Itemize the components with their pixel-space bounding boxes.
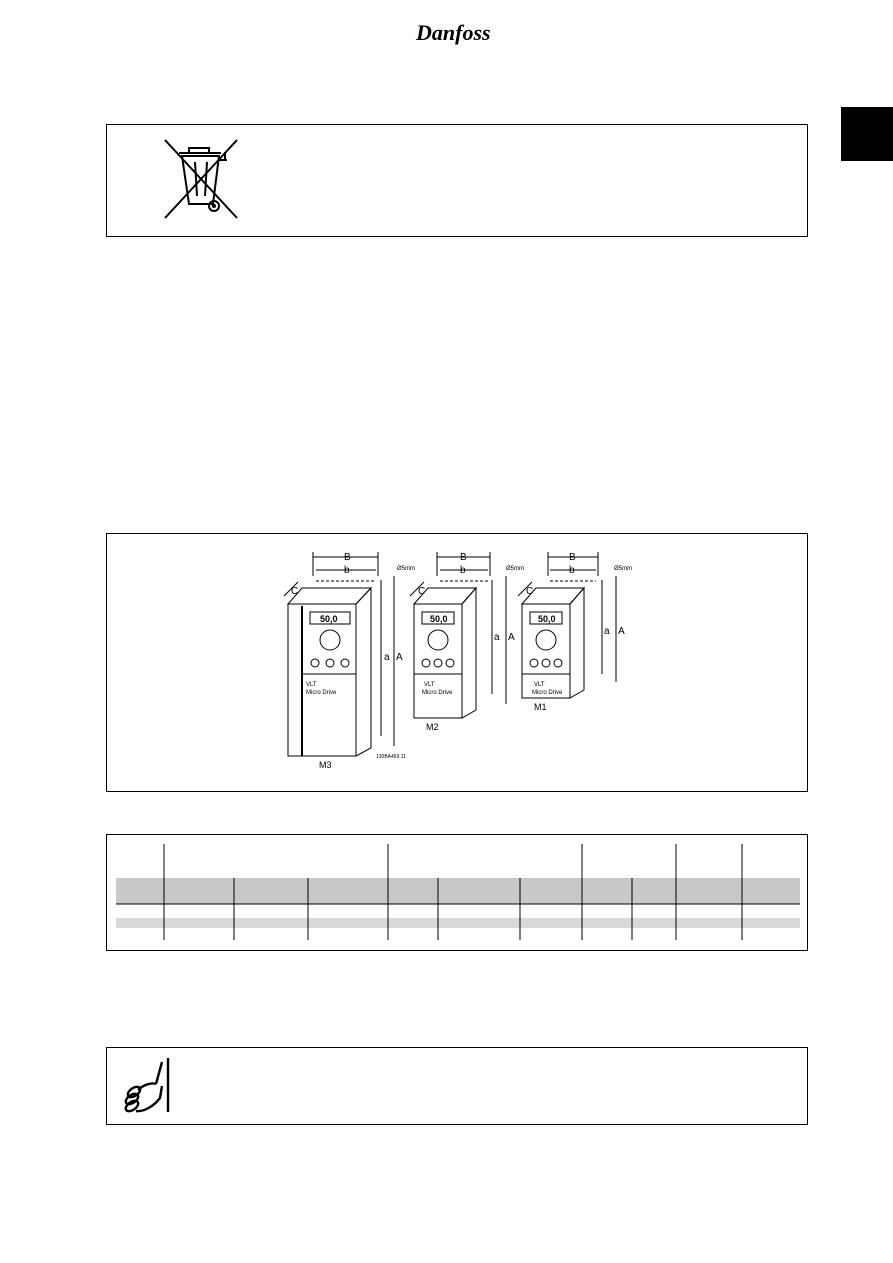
m2-dim-B: B bbox=[460, 552, 467, 563]
pointing-hand-icon bbox=[124, 1058, 170, 1113]
m1-dim-B: B bbox=[569, 552, 576, 563]
m3-dim-C: C bbox=[291, 586, 298, 597]
danfoss-logo-icon: Danfoss bbox=[415, 20, 491, 45]
m3-brand: VLT bbox=[306, 682, 317, 688]
unit-m3 bbox=[283, 552, 395, 757]
figure-box bbox=[106, 533, 808, 792]
m1-dim-a: a bbox=[604, 626, 610, 637]
drive-dimensions-figure: B b C a A Ø5mm 50,0 VLT Micro Drive M3 1… bbox=[283, 552, 632, 770]
dimensions-table bbox=[116, 844, 800, 940]
dimensions-table-box bbox=[106, 834, 808, 951]
m1-brand: VLT bbox=[534, 682, 545, 688]
m1-hole: Ø5mm bbox=[614, 566, 632, 572]
m3-frame: M3 bbox=[319, 760, 332, 770]
m1-product: Micro Drive bbox=[532, 690, 563, 696]
m3-display: 50,0 bbox=[320, 614, 338, 624]
m1-dim-b: b bbox=[569, 565, 575, 576]
unit-m3-labels: B b C a A Ø5mm 50,0 VLT Micro Drive M3 1… bbox=[291, 552, 415, 770]
m1-dim-A: A bbox=[618, 626, 625, 637]
m1-dim-C: C bbox=[526, 586, 533, 597]
m3-hole: Ø5mm bbox=[397, 566, 415, 572]
chapter-tab-marker bbox=[841, 107, 893, 161]
m2-dim-b: b bbox=[460, 565, 466, 576]
table-band-row bbox=[116, 918, 800, 928]
m2-hole: Ø5mm bbox=[506, 566, 524, 572]
crossed-out-wheelie-bin-icon bbox=[164, 139, 238, 219]
m3-dim-a: a bbox=[384, 652, 390, 663]
m2-dim-C: C bbox=[418, 586, 425, 597]
m3-dim-B: B bbox=[344, 552, 351, 563]
m2-dim-A: A bbox=[508, 632, 515, 643]
m3-dim-A: A bbox=[396, 652, 403, 663]
disposal-box bbox=[106, 124, 808, 237]
m2-display: 50,0 bbox=[430, 614, 448, 624]
unit-m2 bbox=[409, 552, 507, 719]
m2-dim-a: a bbox=[494, 632, 500, 643]
drawing-number: 130BA469.11 bbox=[376, 754, 406, 760]
m1-display: 50,0 bbox=[538, 614, 556, 624]
unit-m1 bbox=[517, 552, 617, 699]
m2-frame: M2 bbox=[426, 722, 439, 732]
unit-m1-labels: B b C a A Ø5mm 50,0 VLT Micro Drive M1 bbox=[526, 552, 632, 712]
m2-brand: VLT bbox=[424, 682, 435, 688]
m1-frame: M1 bbox=[534, 702, 547, 712]
m3-dim-b: b bbox=[344, 565, 350, 576]
logo-text: Danfoss bbox=[415, 20, 491, 45]
note-box bbox=[106, 1047, 808, 1125]
table-header-row bbox=[116, 878, 800, 904]
m3-product: Micro Drive bbox=[306, 690, 337, 696]
table-grid bbox=[163, 844, 743, 940]
unit-m2-labels: B b C a A Ø5mm 50,0 VLT Micro Drive M2 bbox=[418, 552, 524, 732]
m2-product: Micro Drive bbox=[422, 690, 453, 696]
